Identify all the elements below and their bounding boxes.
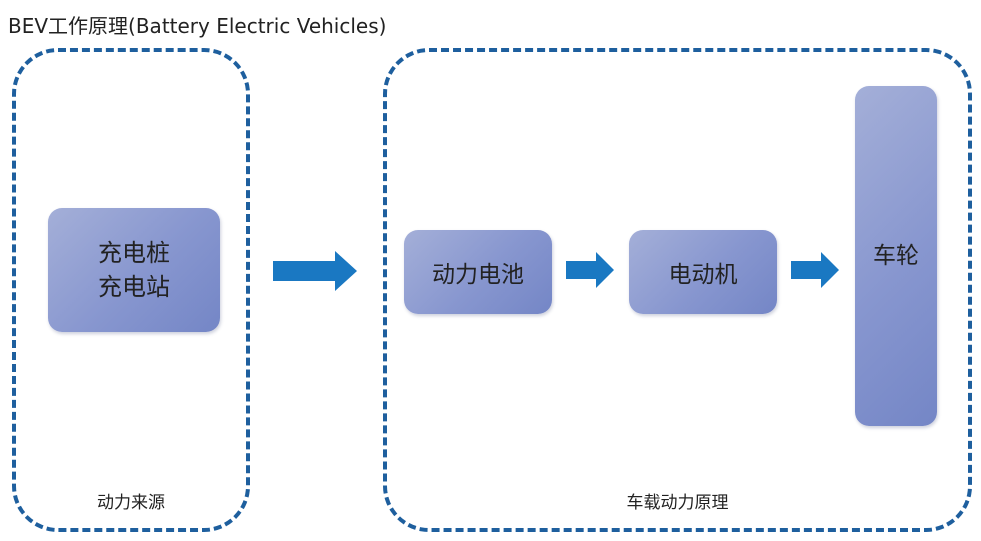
wheel-text: 车轮 — [873, 243, 919, 269]
power-battery-box: 动力电池 — [404, 230, 552, 314]
charging-station-box: 充电桩 充电站 — [48, 208, 220, 332]
motor-text: 电动机 — [668, 262, 738, 288]
right-arrow-icon — [273, 251, 357, 291]
charging-station-text: 充电站 — [98, 273, 170, 301]
right-arrow-icon — [791, 252, 839, 288]
charging-pile-text: 充电桩 — [98, 239, 170, 267]
power-battery-text: 动力电池 — [432, 262, 524, 288]
power-source-group: 动力来源 — [12, 48, 250, 532]
wheel-box: 车轮 — [855, 86, 937, 426]
right-arrow-icon — [566, 252, 614, 288]
onboard-power-group: 车载动力原理 — [383, 48, 972, 532]
diagram-title: BEV工作原理(Battery Electric Vehicles) — [8, 14, 387, 38]
power-source-label: 动力来源 — [97, 493, 165, 513]
onboard-power-label: 车载动力原理 — [626, 493, 729, 513]
motor-box: 电动机 — [629, 230, 777, 314]
